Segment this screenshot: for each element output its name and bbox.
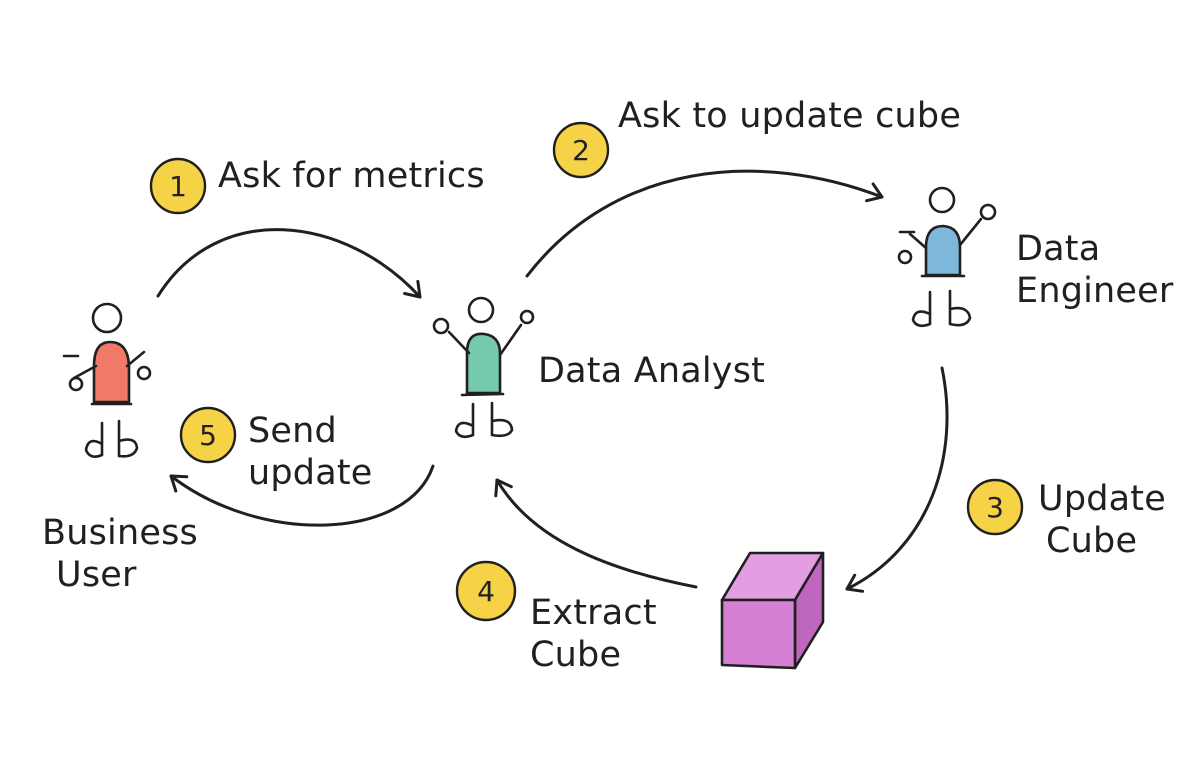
svg-text:3: 3 [986,491,1004,524]
svg-text:1: 1 [169,170,187,203]
step-3-label: Update Cube [1038,479,1166,561]
step-5-label: Send update [248,411,373,493]
step-badge-5: 5 [179,406,237,464]
data-engineer-figure [897,186,997,328]
business-user-body [92,340,131,404]
step-4-label: Extract Cube [530,593,657,675]
cube-icon [720,551,825,670]
arrow-step-3 [845,366,949,593]
data-analyst-label: Data Analyst [538,351,766,391]
step-2-label: Ask to update cube [618,96,962,136]
data-analyst-figure [432,296,535,439]
step-badge-3: 3 [966,478,1024,536]
data-analyst-body [465,332,502,395]
business-user-label: Business User [42,513,198,595]
step-badge-1: 1 [149,157,207,215]
step-badge-4: 4 [455,560,517,622]
arrow-step-4 [494,478,698,589]
svg-text:4: 4 [477,575,495,608]
data-engineer-body [924,224,962,277]
step-1-label: Ask for metrics [218,156,485,196]
data-engineer-label: Data Engineer [1016,229,1174,311]
arrow-step-1 [156,228,422,299]
svg-text:2: 2 [572,134,590,167]
step-badge-2: 2 [552,121,610,179]
arrow-step-2 [525,169,884,278]
arrow-step-5 [169,464,435,527]
business-user-figure [62,302,152,458]
svg-text:5: 5 [199,419,217,452]
